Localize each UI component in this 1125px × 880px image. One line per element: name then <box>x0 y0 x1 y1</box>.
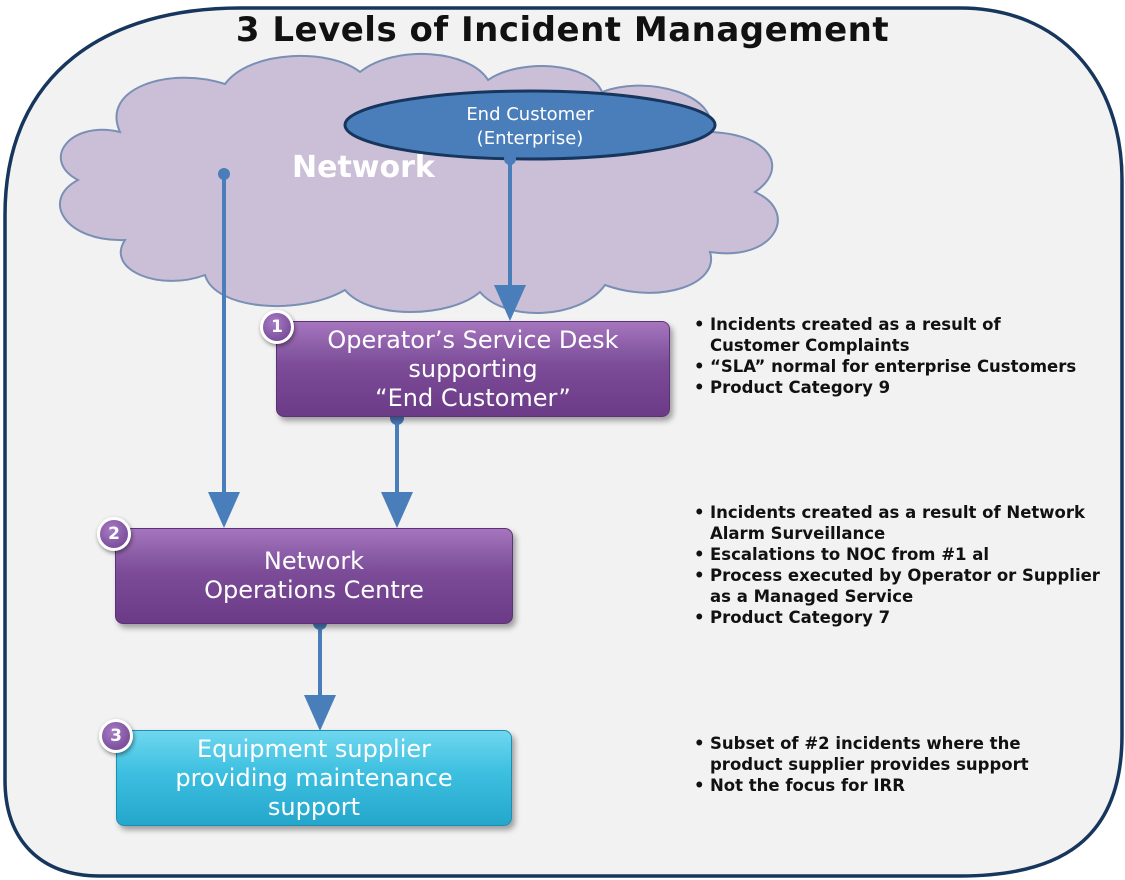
diagram-title: 3 Levels of Incident Management <box>235 10 890 50</box>
end-customer-label: End Customer (Enterprise) <box>466 104 594 149</box>
note-item: Incidents created as a result of Network… <box>692 502 1112 544</box>
note-item: “SLA” normal for enterprise Customers <box>692 356 1092 377</box>
end-customer-ellipse <box>343 89 717 161</box>
level-2-label: Network Operations Centre <box>204 547 424 604</box>
level-2-box: Network Operations Centre <box>115 528 513 624</box>
note-item: Product Category 7 <box>692 607 1112 628</box>
level-3-notes: Subset of #2 incidents where the product… <box>692 733 1092 796</box>
level-1-label: Operator’s Service Desk supporting “End … <box>327 325 619 412</box>
note-item: Product Category 9 <box>692 377 1092 398</box>
level-3-label: Equipment supplier providing maintenance… <box>175 734 453 821</box>
note-item: Escalations to NOC from #1 al <box>692 544 1112 565</box>
level-1-badge: 1 <box>260 310 294 344</box>
level-2-badge: 2 <box>97 517 131 551</box>
note-item: Incidents created as a result of Custome… <box>692 314 1092 356</box>
level-3-badge: 3 <box>99 719 133 753</box>
level-1-notes: Incidents created as a result of Custome… <box>692 314 1092 398</box>
network-label: Network <box>292 150 435 185</box>
arrows <box>208 153 526 731</box>
note-item: Subset of #2 incidents where the product… <box>692 733 1092 775</box>
note-item: Process executed by Operator or Supplier… <box>692 565 1112 607</box>
level-1-box: Operator’s Service Desk supporting “End … <box>276 321 670 417</box>
level-3-box: Equipment supplier providing maintenance… <box>116 730 512 826</box>
note-item: Not the focus for IRR <box>692 775 1092 796</box>
level-2-notes: Incidents created as a result of Network… <box>692 502 1112 628</box>
